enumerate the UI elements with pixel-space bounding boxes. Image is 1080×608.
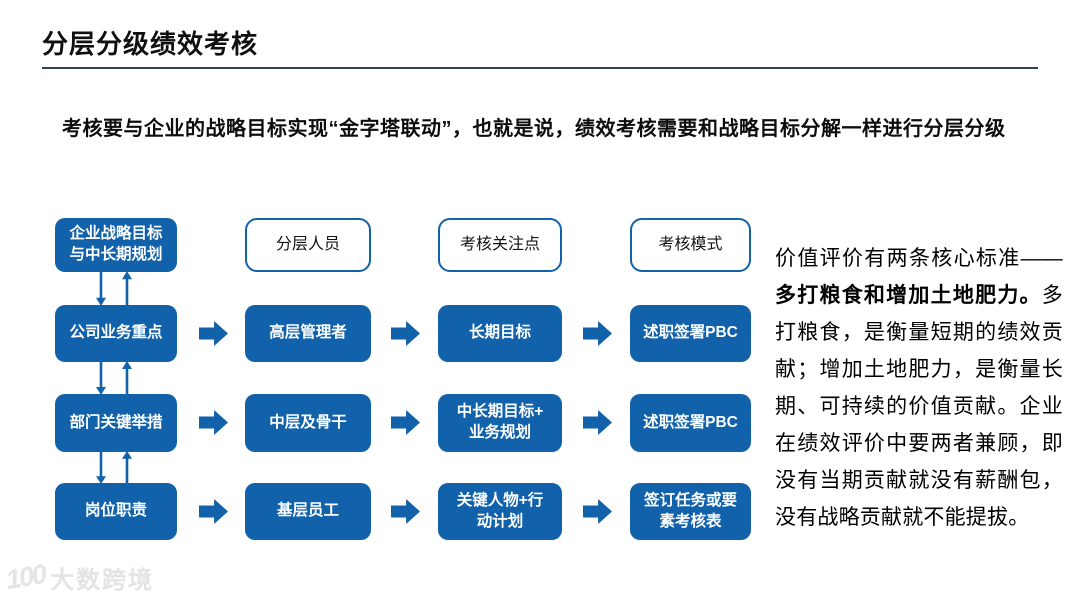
right-arrow-icon [391,410,420,435]
watermark-text: 大数跨境 [50,567,155,594]
side-paragraph-rest: 多打粮食，是衡量短期的绩效贡献；增加土地肥力，是衡量长期、可持续的价值贡献。企业… [775,284,1063,529]
company-business-focus-box: 公司业务重点 [55,305,177,362]
right-arrow-icon [583,321,612,346]
vertical-double-arrow-icon [96,271,132,306]
key-people-action-plan-box: 关键人物+行 动计划 [438,483,562,540]
header-assessment-mode: 考核模式 [630,218,751,272]
right-arrow-icon [583,410,612,435]
right-arrow-icon [199,321,228,346]
vertical-double-arrow-icon [96,361,132,395]
grassroots-employees-box: 基层员工 [245,483,371,540]
side-paragraph-lead: 价值评价有两条核心标准—— [775,247,1063,270]
side-paragraph: 价值评价有两条核心标准—— 多打粮食和增加土地肥力。多打粮食，是衡量短期的绩效贡献… [775,240,1063,536]
header-assessment-focus: 考核关注点 [438,218,562,272]
right-arrow-icon [391,321,420,346]
header-layered-personnel: 分层人员 [245,218,371,272]
long-term-goals-box: 长期目标 [438,305,562,362]
mid-long-term-goals-box: 中长期目标+ 业务规划 [438,394,562,452]
right-arrow-icon [199,499,228,524]
department-key-initiatives-box: 部门关键举措 [55,394,177,452]
right-arrow-icon [583,499,612,524]
pbc-signing-box-2: 述职签署PBC [630,394,751,452]
right-arrow-icon [391,499,420,524]
middle-managers-box: 中层及骨干 [245,394,371,452]
pbc-signing-box-1: 述职签署PBC [630,305,751,362]
task-assessment-form-box: 签订任务或要 素考核表 [630,483,751,540]
side-paragraph-bold: 多打粮食和增加土地肥力。 [775,284,1042,307]
vertical-double-arrow-icon [96,451,132,484]
job-responsibilities-box: 岗位职责 [55,483,177,540]
subtitle-text: 考核要与企业的战略目标实现“金字塔联动”，也就是说，绩效考核需要和战略目标分解一… [62,118,1006,140]
page-title: 分层分级绩效考核 [42,29,259,59]
right-arrow-icon [199,410,228,435]
watermark-100-icon: 100 [3,558,48,596]
strategic-goals-box: 企业战略目标 与中长期规划 [55,218,177,272]
senior-managers-box: 高层管理者 [245,305,371,362]
title-rule [42,67,1038,69]
watermark-logo: 100 大数跨境 [3,558,155,596]
